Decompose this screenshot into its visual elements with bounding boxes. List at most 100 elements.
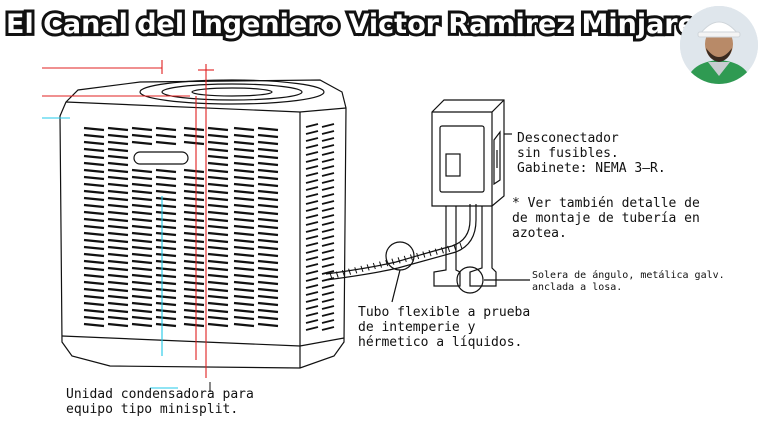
louver-slat bbox=[107, 280, 129, 286]
louver-slat bbox=[257, 238, 279, 244]
louver-slat bbox=[257, 182, 279, 188]
louver-slat bbox=[131, 294, 153, 300]
louver-slat bbox=[207, 217, 229, 223]
louver-slat bbox=[155, 140, 177, 146]
louver-slat bbox=[207, 308, 229, 314]
louver-slat bbox=[107, 161, 129, 167]
louver-slat bbox=[305, 291, 319, 296]
louver-slat bbox=[107, 175, 129, 181]
conduit-rib bbox=[348, 268, 352, 275]
louver-slat bbox=[107, 308, 129, 314]
conduit-rib bbox=[366, 264, 370, 271]
louver-slat bbox=[183, 196, 205, 202]
louver-slat bbox=[233, 252, 255, 258]
louver-slat bbox=[131, 308, 153, 314]
louver-slat bbox=[305, 263, 319, 268]
louver-slat bbox=[155, 217, 177, 223]
louver-slat bbox=[131, 175, 153, 181]
conduit-rib bbox=[379, 261, 382, 268]
louver-slat bbox=[107, 294, 129, 300]
louver-slat bbox=[321, 165, 335, 170]
louver-slat bbox=[305, 207, 319, 212]
louver-slat bbox=[257, 154, 279, 160]
louver-slat bbox=[233, 189, 255, 195]
louver-slat bbox=[233, 154, 255, 160]
louver-slat bbox=[305, 242, 319, 247]
louver-slat bbox=[233, 294, 255, 300]
louver-slat bbox=[83, 266, 105, 272]
flexible-conduit bbox=[325, 204, 471, 275]
louver-slat bbox=[207, 182, 229, 188]
louver-slat bbox=[107, 196, 129, 202]
louver-slat bbox=[207, 154, 229, 160]
louver-slat bbox=[207, 133, 229, 139]
louver-slat bbox=[207, 203, 229, 209]
louver-slat bbox=[233, 133, 255, 139]
louver-slat bbox=[131, 301, 153, 307]
conduit-rib bbox=[372, 262, 376, 270]
louver-slat bbox=[83, 196, 105, 202]
louver-slat bbox=[257, 322, 279, 328]
louver-slat bbox=[83, 315, 105, 321]
louver-slat bbox=[155, 301, 177, 307]
louver-slat bbox=[257, 168, 279, 174]
louver-slat bbox=[83, 245, 105, 251]
louver-slat bbox=[83, 287, 105, 293]
louver-slat bbox=[305, 256, 319, 261]
louver-slat bbox=[131, 280, 153, 286]
louver-slat bbox=[305, 270, 319, 275]
louver-slat bbox=[257, 224, 279, 230]
louver-slat bbox=[83, 210, 105, 216]
louver-slat bbox=[155, 168, 177, 174]
louver-slat bbox=[305, 214, 319, 219]
louver-slat bbox=[233, 280, 255, 286]
louver-slat bbox=[155, 238, 177, 244]
louver-slat bbox=[207, 273, 229, 279]
louver-slat bbox=[233, 175, 255, 181]
louver-slat bbox=[207, 196, 229, 202]
louver-slat bbox=[233, 273, 255, 279]
louver-slat bbox=[83, 182, 105, 188]
louver-slat bbox=[131, 231, 153, 237]
louver-slat bbox=[183, 189, 205, 195]
louver-slat bbox=[207, 231, 229, 237]
condenser-unit bbox=[59, 79, 347, 369]
louver-slat bbox=[183, 252, 205, 258]
louver-slat bbox=[233, 196, 255, 202]
louver-slat bbox=[257, 126, 279, 132]
louver-slat bbox=[233, 182, 255, 188]
louver-slat bbox=[107, 147, 129, 153]
louver-slat bbox=[183, 175, 205, 181]
louver-slat bbox=[207, 287, 229, 293]
louver-slat bbox=[107, 203, 129, 209]
louver-slat bbox=[305, 319, 319, 324]
louver-slat bbox=[257, 203, 279, 209]
louver-slat bbox=[305, 305, 319, 310]
louver-slat bbox=[321, 151, 335, 156]
louver-slat bbox=[257, 259, 279, 265]
louver-slat bbox=[83, 280, 105, 286]
louver-slat bbox=[183, 203, 205, 209]
louver-slat bbox=[131, 217, 153, 223]
louver-slat bbox=[321, 326, 335, 331]
louver-slat bbox=[321, 263, 335, 268]
louver-slat bbox=[257, 140, 279, 146]
louver-slat bbox=[321, 214, 335, 219]
louver-slat bbox=[183, 168, 205, 174]
louver-slat bbox=[183, 238, 205, 244]
louver-slat bbox=[321, 242, 335, 247]
louver-slat bbox=[183, 217, 205, 223]
louver-slat bbox=[107, 210, 129, 216]
louver-slat bbox=[321, 298, 335, 303]
louver-slat bbox=[131, 259, 153, 265]
louver-slat bbox=[155, 189, 177, 195]
louver-slat bbox=[305, 298, 319, 303]
louver-slat bbox=[305, 123, 319, 128]
conduit-rib bbox=[416, 252, 420, 260]
engineer-avatar-icon bbox=[680, 6, 758, 84]
louver-slat bbox=[257, 217, 279, 223]
louver-slat bbox=[131, 287, 153, 293]
louver-slat bbox=[107, 231, 129, 237]
louver-slat bbox=[207, 245, 229, 251]
